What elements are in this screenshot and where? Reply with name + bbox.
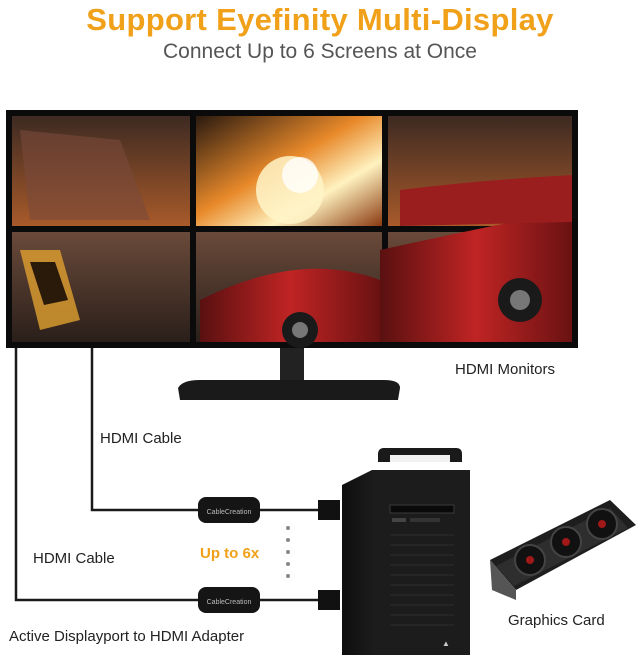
adapter-top: CableCreation bbox=[198, 497, 340, 523]
page-subtitle: Connect Up to 6 Screens at Once bbox=[162, 40, 477, 63]
graphics-card bbox=[490, 500, 636, 600]
adapter-brand-text: CableCreation bbox=[207, 509, 252, 516]
pc-tower: ▲ bbox=[342, 448, 470, 655]
adapter-label: Active Displayport to HDMI Adapter bbox=[9, 628, 245, 645]
hdmi-cable-label-top: HDMI Cable bbox=[100, 430, 182, 447]
hdmi-cable-label-bottom: HDMI Cable bbox=[33, 550, 115, 567]
page-title: Support Eyefinity Multi-Display bbox=[86, 2, 554, 37]
more-adapters-dots bbox=[286, 526, 290, 578]
graphics-card-label: Graphics Card bbox=[508, 612, 605, 629]
monitor-wall bbox=[6, 110, 578, 348]
up-to-6x-label: Up to 6x bbox=[200, 545, 260, 562]
monitor-stand bbox=[178, 348, 400, 400]
hdmi-cables bbox=[14, 348, 320, 602]
adapter-bottom: CableCreation bbox=[198, 587, 340, 613]
adapter-brand-text: CableCreation bbox=[207, 599, 252, 606]
pc-logo: ▲ bbox=[442, 639, 450, 648]
monitors-label: HDMI Monitors bbox=[455, 361, 556, 378]
